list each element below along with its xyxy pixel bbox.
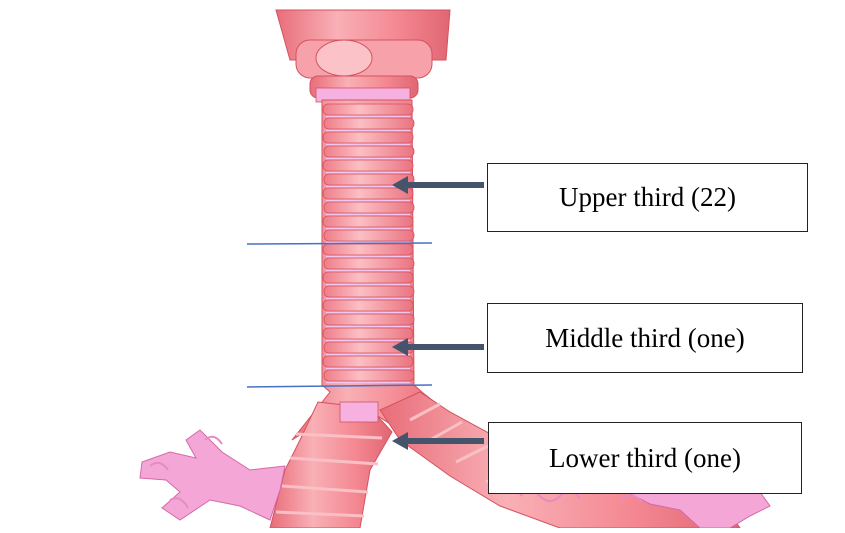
cartilage-ring: [324, 202, 414, 213]
cartilage-ring: [323, 356, 413, 367]
lower-third-label: Lower third (one): [488, 422, 802, 494]
cartilage-ring: [323, 188, 413, 199]
cartilage-ring: [323, 272, 413, 283]
cartilage-ring: [323, 244, 413, 255]
middle-arrow: [392, 338, 484, 356]
cartilage-ring: [323, 104, 413, 115]
cartilage-ring: [324, 370, 414, 381]
trachea: [292, 100, 450, 440]
cartilage-ring: [324, 258, 414, 269]
upper-third-text: Upper third (22): [559, 182, 736, 213]
cartilage-ring: [324, 230, 414, 241]
cartilage-ring: [323, 216, 413, 227]
cartilage-ring: [323, 328, 413, 339]
cartilage-ring: [324, 314, 414, 325]
cartilage-ring: [324, 146, 414, 157]
cartilage-ring: [323, 160, 413, 171]
middle-third-label: Middle third (one): [487, 303, 803, 373]
cartilage-ring: [323, 300, 413, 311]
lower-third-text: Lower third (one): [549, 443, 741, 474]
cartilage-ring: [324, 118, 414, 129]
cartilage-ring: [323, 132, 413, 143]
cartilage-ring: [324, 286, 414, 297]
upper-third-label: Upper third (22): [487, 163, 808, 232]
upper-middle-divider: [247, 243, 432, 244]
larynx: [276, 10, 450, 102]
upper-arrow: [392, 176, 484, 194]
middle-third-text: Middle third (one): [545, 323, 744, 354]
